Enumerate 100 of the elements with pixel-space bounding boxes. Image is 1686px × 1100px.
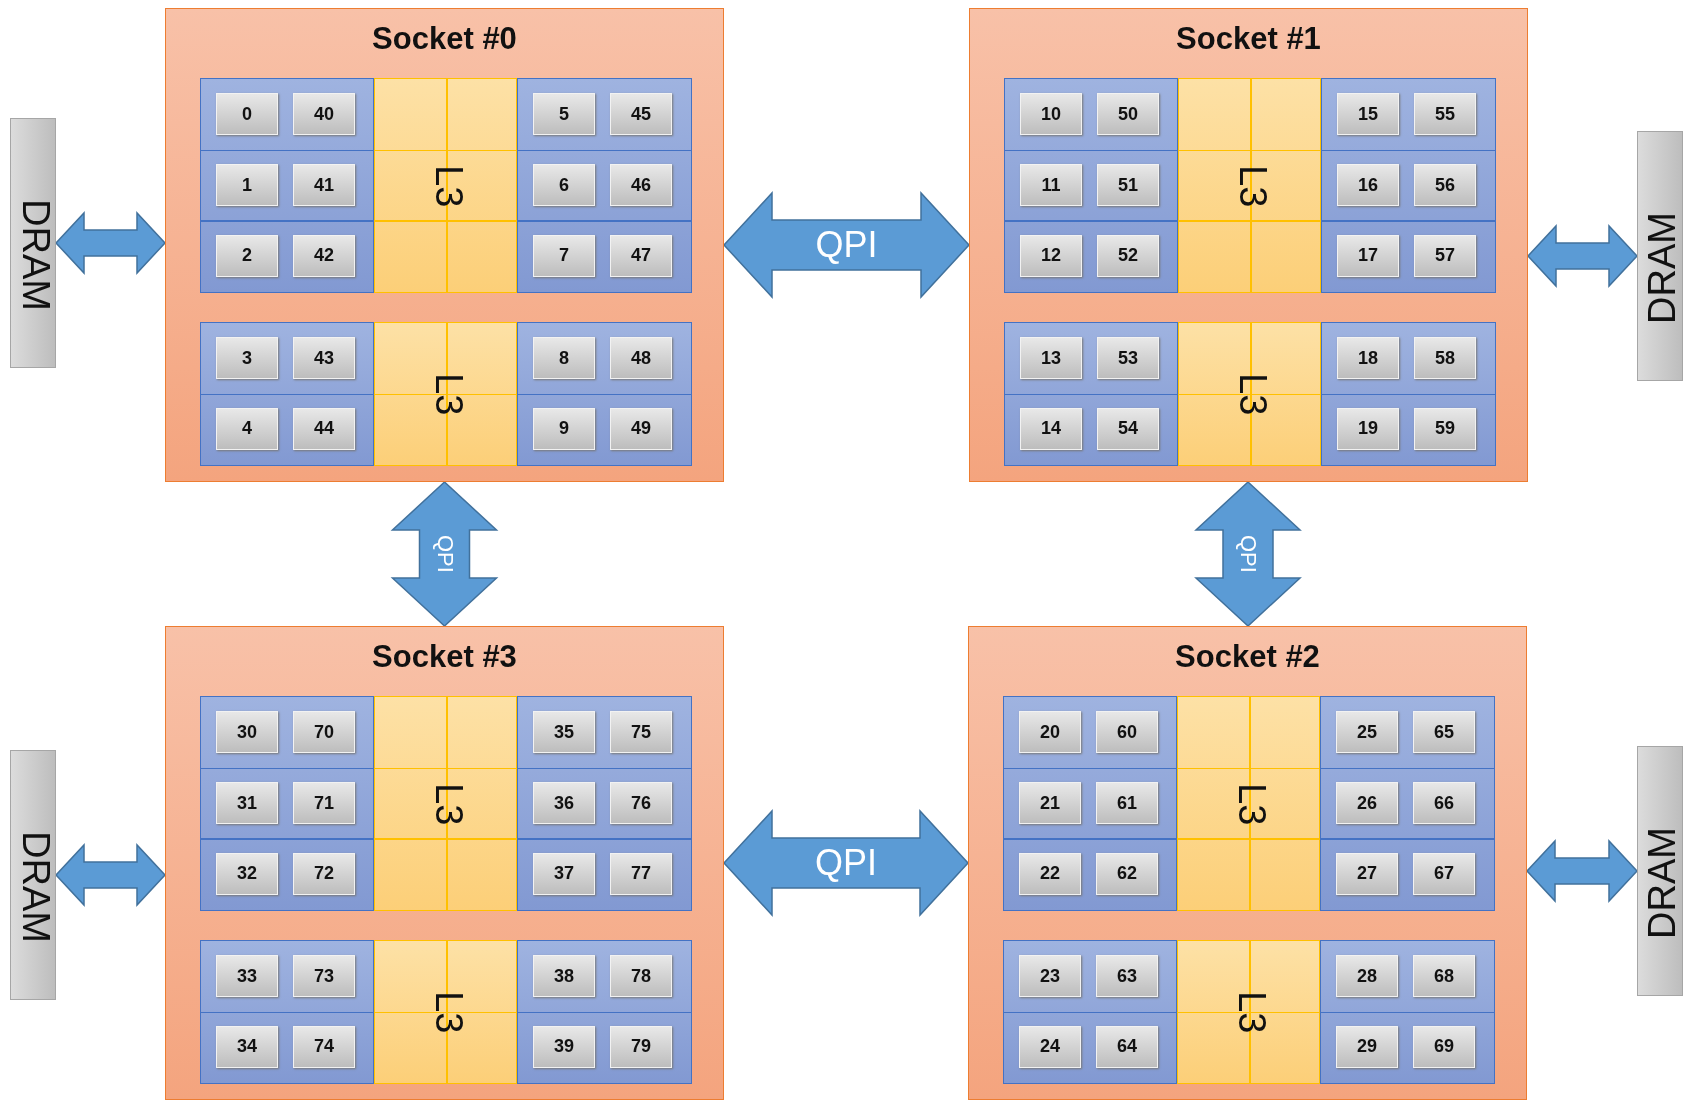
edge-label: QPI (815, 224, 878, 266)
core-box: 2 (216, 234, 278, 277)
socket-title: Socket #3 (371, 639, 518, 675)
cache-block (374, 940, 517, 1084)
cache-label: L3 (1230, 373, 1274, 416)
core-box: 65 (1413, 711, 1475, 754)
socket-title: Socket #1 (1175, 21, 1322, 57)
core-box: 58 (1414, 337, 1476, 380)
cache-label: L3 (426, 782, 470, 825)
core-box: 37 (533, 852, 595, 895)
core-box: 55 (1414, 93, 1476, 136)
core-box: 12 (1020, 234, 1082, 277)
core-panel (1321, 78, 1496, 293)
cache-block (374, 696, 517, 911)
core-box: 35 (533, 711, 595, 754)
cache-block (1177, 696, 1320, 911)
core-box: 76 (610, 782, 672, 824)
cache-label: L3 (426, 164, 470, 207)
core-box: 22 (1019, 852, 1081, 895)
core-box: 53 (1097, 337, 1159, 380)
double-arrow (1525, 839, 1639, 903)
core-box: 57 (1414, 234, 1476, 277)
core-box: 27 (1336, 852, 1398, 895)
core-box: 50 (1097, 93, 1159, 136)
core-panel (517, 322, 692, 466)
core-box: 74 (293, 1025, 355, 1068)
core-panel (1320, 696, 1495, 911)
memory-box (10, 118, 56, 368)
core-panel (200, 322, 374, 466)
cache-block (1177, 940, 1320, 1084)
core-box: 52 (1097, 234, 1159, 277)
core-box: 16 (1337, 164, 1399, 206)
core-box: 59 (1414, 407, 1476, 450)
socket-box (165, 626, 724, 1100)
socket-box (968, 626, 1527, 1100)
core-box: 31 (216, 782, 278, 824)
cache-label: L3 (426, 373, 470, 416)
core-box: 13 (1020, 337, 1082, 380)
cache-label: L3 (426, 991, 470, 1034)
core-panel (517, 940, 692, 1084)
core-panel (517, 696, 692, 911)
double-arrow (722, 191, 971, 299)
core-box: 30 (216, 711, 278, 754)
core-box: 44 (293, 407, 355, 450)
cache-label: L3 (1230, 164, 1274, 207)
core-box: 38 (533, 955, 595, 998)
core-box: 14 (1020, 407, 1082, 450)
core-box: 73 (293, 955, 355, 998)
core-box: 40 (293, 93, 355, 136)
core-box: 24 (1019, 1025, 1081, 1068)
double-arrow (722, 809, 970, 917)
core-panel (1004, 322, 1178, 466)
double-arrow (390, 480, 499, 628)
memory-label: DRAM (14, 831, 57, 943)
core-box: 18 (1337, 337, 1399, 380)
memory-label: DRAM (1641, 212, 1684, 324)
core-box: 4 (216, 407, 278, 450)
core-panel (1004, 78, 1178, 293)
socket-box (165, 8, 724, 482)
cache-label: L3 (1229, 991, 1273, 1034)
core-box: 17 (1337, 234, 1399, 277)
cache-block (1178, 78, 1321, 293)
core-box: 1 (216, 164, 278, 206)
core-box: 75 (610, 711, 672, 754)
core-panel (200, 696, 374, 911)
core-box: 11 (1020, 164, 1082, 206)
core-box: 69 (1413, 1025, 1475, 1068)
core-box: 5 (533, 93, 595, 136)
core-box: 41 (293, 164, 355, 206)
edge-label: QPI (1235, 535, 1261, 573)
core-box: 56 (1414, 164, 1476, 206)
core-box: 25 (1336, 711, 1398, 754)
core-box: 45 (610, 93, 672, 136)
core-box: 54 (1097, 407, 1159, 450)
core-box: 62 (1096, 852, 1158, 895)
socket-box (969, 8, 1528, 482)
core-box: 71 (293, 782, 355, 824)
memory-box (1637, 131, 1683, 381)
core-box: 70 (293, 711, 355, 754)
core-box: 47 (610, 234, 672, 277)
core-panel (1321, 322, 1496, 466)
core-box: 26 (1336, 782, 1398, 824)
core-box: 43 (293, 337, 355, 380)
core-box: 67 (1413, 852, 1475, 895)
core-box: 46 (610, 164, 672, 206)
core-box: 78 (610, 955, 672, 998)
cache-block (374, 78, 517, 293)
core-box: 68 (1413, 955, 1475, 998)
double-arrow (1194, 480, 1302, 628)
double-arrow (1526, 224, 1639, 288)
memory-label: DRAM (14, 199, 57, 311)
core-box: 49 (610, 407, 672, 450)
core-panel (1320, 940, 1495, 1084)
core-box: 23 (1019, 955, 1081, 998)
core-panel (1003, 940, 1177, 1084)
core-box: 28 (1336, 955, 1398, 998)
core-box: 72 (293, 852, 355, 895)
core-box: 42 (293, 234, 355, 277)
core-box: 39 (533, 1025, 595, 1068)
core-box: 60 (1096, 711, 1158, 754)
